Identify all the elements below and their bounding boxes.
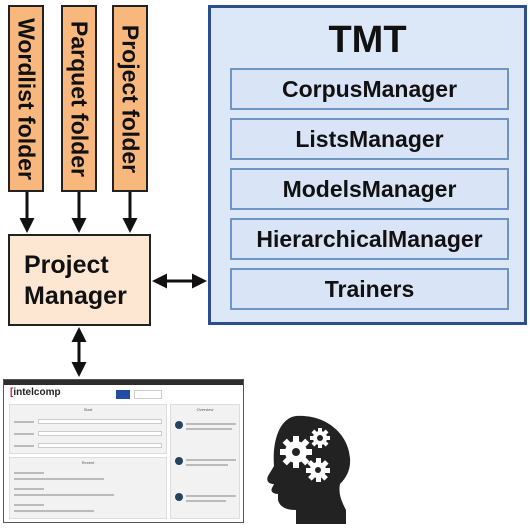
- gui-recent-line: [14, 478, 104, 480]
- intelcomp-logo-text: intelcomp: [13, 387, 61, 398]
- gui-recent-line: [14, 494, 114, 496]
- gui-overview-icon: [175, 457, 183, 465]
- project-manager-line2: Manager: [24, 282, 127, 310]
- tmt-item-lists-manager: ListsManager: [230, 118, 509, 160]
- gui-start-panel: Start: [9, 404, 167, 454]
- gui-overview-icon: [175, 421, 183, 429]
- wordlist-folder: Wordlist folder: [8, 5, 44, 192]
- gui-recent-line: [14, 510, 94, 512]
- tmt-title: TMT: [328, 19, 407, 61]
- gui-recent-line: [14, 488, 44, 490]
- gui-recent-line: [14, 504, 44, 506]
- gui-start-heading: Start: [83, 407, 93, 412]
- head-with-gears-icon: [267, 415, 351, 524]
- gui-overview-heading: Overview: [196, 407, 214, 412]
- tmt-item-hierarchical-manager: HierarchicalManager: [230, 218, 509, 260]
- project-folder: Project folder: [112, 5, 148, 192]
- gui-recent-heading: Recent: [81, 460, 95, 465]
- intelcomp-logo: [intelcomp: [10, 387, 61, 398]
- gui-field-label-3: [14, 445, 34, 447]
- gui-overview-icon: [175, 493, 183, 501]
- project-manager-line1: Project: [24, 251, 109, 279]
- project-manager-box: Project Manager: [8, 234, 151, 326]
- project-manager-label: Project Manager: [24, 250, 127, 312]
- tmt-item-models-manager: ModelsManager: [230, 168, 509, 210]
- gui-overview-line: [186, 423, 236, 425]
- gui-field-2: [38, 431, 162, 436]
- eu-funding-badge: [134, 390, 162, 399]
- gui-overview-line: [186, 500, 226, 502]
- parquet-folder: Parquet folder: [61, 5, 97, 192]
- gui-field-label-1: [14, 421, 34, 423]
- gui-overview-line: [186, 495, 236, 497]
- tmt-box: TMT CorpusManager ListsManager ModelsMan…: [208, 5, 527, 325]
- gui-field-label-2: [14, 433, 34, 435]
- gui-recent-line: [14, 472, 44, 474]
- eu-flag-icon: [116, 390, 130, 399]
- gui-screenshot: [intelcomp Start Recent Overview: [3, 379, 244, 523]
- gui-field-1: [38, 419, 162, 424]
- gui-overview-panel: Overview: [170, 404, 240, 519]
- tmt-item-corpus-manager: CorpusManager: [230, 68, 509, 110]
- gui-titlebar: [4, 380, 243, 385]
- tmt-item-trainers: Trainers: [230, 268, 509, 310]
- gui-overview-line: [186, 459, 236, 461]
- gui-field-3: [38, 443, 162, 448]
- gui-recent-panel: Recent: [9, 457, 167, 519]
- gui-overview-line: [186, 428, 232, 430]
- gui-overview-line: [186, 464, 228, 466]
